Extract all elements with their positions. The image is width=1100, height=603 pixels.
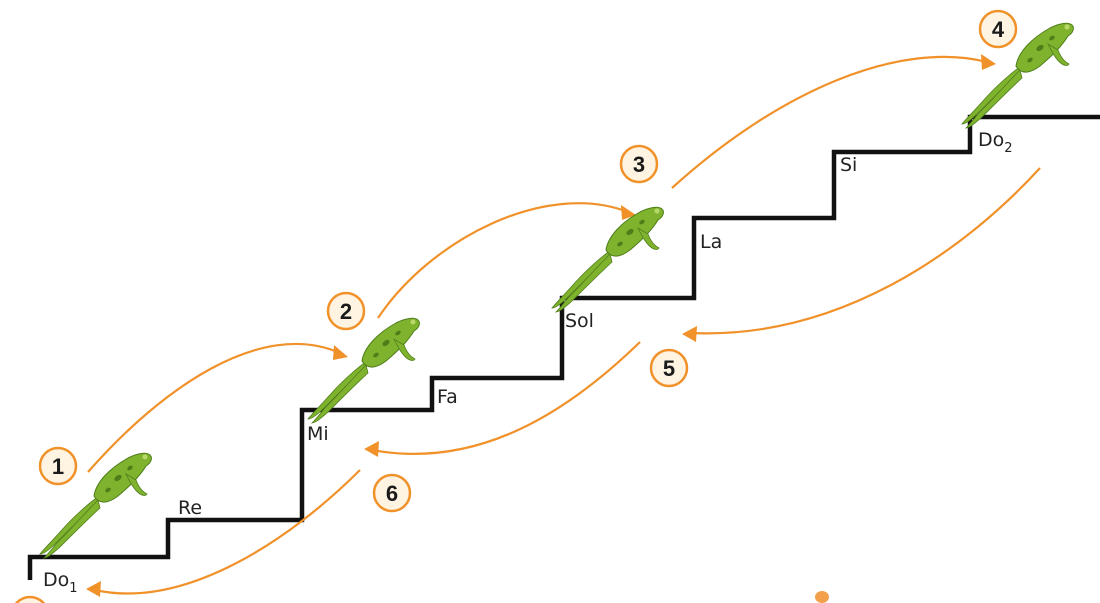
arrowhead-step-6b bbox=[86, 581, 101, 597]
note-do2: Do2 bbox=[978, 129, 1013, 156]
note-do1-label: Do bbox=[43, 569, 69, 591]
arrowhead-step-3 bbox=[981, 54, 996, 70]
note-sol: Sol bbox=[565, 310, 594, 332]
badge-step-5: 5 bbox=[651, 350, 687, 386]
badge-step-6: 6 bbox=[374, 475, 410, 511]
note-la: La bbox=[700, 231, 722, 253]
note-fa: Fa bbox=[437, 386, 458, 408]
badge-step-4: 4 bbox=[980, 11, 1016, 47]
note-do1-subscript: 1 bbox=[69, 581, 77, 596]
note-do1: Do1 bbox=[43, 569, 78, 596]
arrow-step-2 bbox=[378, 203, 628, 318]
arrowhead-step-1 bbox=[333, 345, 348, 360]
note-labels: Do1 Re Mi Fa Sol La Si Do2 bbox=[43, 129, 1013, 596]
frog-icon bbox=[308, 318, 419, 423]
note-mi: Mi bbox=[307, 423, 329, 445]
badge-step-1: 1 bbox=[40, 448, 76, 484]
arrowhead-step-5 bbox=[682, 326, 697, 342]
badge-step-1-number: 1 bbox=[52, 454, 64, 479]
note-do2-subscript: 2 bbox=[1004, 141, 1012, 156]
arrowhead-step-6a bbox=[364, 441, 379, 457]
badge-step-2-number: 2 bbox=[340, 299, 352, 324]
note-si: Si bbox=[840, 154, 857, 176]
badge-step-3-number: 3 bbox=[633, 152, 645, 177]
badge-step-5-number: 5 bbox=[663, 356, 675, 381]
badge-step-2: 2 bbox=[328, 293, 364, 329]
arrow-step-3 bbox=[672, 57, 987, 188]
badge-step-3: 3 bbox=[621, 146, 657, 182]
badge-step-4-number: 4 bbox=[992, 17, 1005, 42]
note-re: Re bbox=[178, 497, 202, 519]
arrow-step-5 bbox=[690, 168, 1040, 333]
step-badges: 1 2 3 4 5 6 bbox=[12, 11, 1016, 603]
badge-partial bbox=[12, 597, 48, 603]
frogs bbox=[40, 23, 1073, 558]
paint-smudge bbox=[815, 591, 829, 603]
frog-icon bbox=[962, 23, 1073, 128]
note-do2-label: Do bbox=[978, 129, 1004, 151]
badge-step-6-number: 6 bbox=[386, 481, 398, 506]
